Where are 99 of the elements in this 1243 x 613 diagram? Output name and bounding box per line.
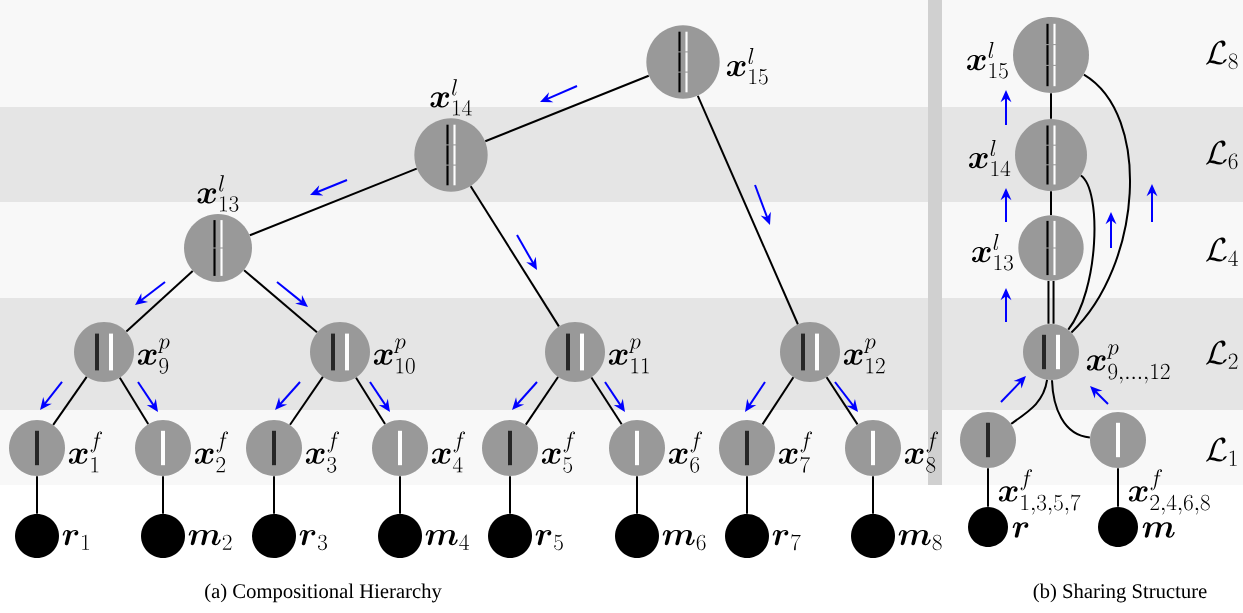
edge-line <box>509 475 511 515</box>
edge-line <box>125 270 194 333</box>
edge-line <box>761 376 795 426</box>
circle-node <box>1013 17 1089 93</box>
math-label: $\boldsymbol{x}^{p}_{10}$ <box>373 338 415 374</box>
edge-line <box>36 475 38 515</box>
edge-line <box>118 376 150 425</box>
circle-node <box>135 420 191 476</box>
math-label: $\boldsymbol{x}^{f}_{2}$ <box>194 431 229 473</box>
edge-line <box>248 167 418 237</box>
math-label: $\boldsymbol{r}_{3}$ <box>299 529 327 551</box>
math-label: $\boldsymbol{x}^{p}_{9,\ldots,12}$ <box>1086 344 1170 384</box>
edge-line <box>872 475 874 515</box>
edge-line <box>484 74 650 143</box>
math-label: $\boldsymbol{x}^{f}_{7}$ <box>778 431 813 473</box>
edge-line <box>52 375 88 426</box>
circle-node <box>184 214 252 282</box>
circle-node <box>960 412 1016 468</box>
circle-node <box>372 420 428 476</box>
filled-dot <box>141 514 185 558</box>
math-label: $\boldsymbol{x}^{p}_{11}$ <box>608 338 649 374</box>
circle-node <box>310 322 370 382</box>
math-label: $\boldsymbol{m}$ <box>1142 522 1175 538</box>
edge-line <box>636 475 638 515</box>
math-label: $\boldsymbol{x}^{f}_{3}$ <box>305 431 340 473</box>
math-label: $\boldsymbol{r}$ <box>1012 522 1029 538</box>
edge-line <box>524 376 560 426</box>
math-label: $\boldsymbol{x}^{p}_{9}$ <box>137 338 170 374</box>
math-label: $\boldsymbol{m}_{2}$ <box>188 529 232 550</box>
math-label: $\boldsymbol{x}^{f}_{1}$ <box>68 431 103 473</box>
layer-label: $\mathcal{L}_{8}$ <box>1205 40 1238 70</box>
circle-node <box>246 420 302 476</box>
circle-node <box>719 420 775 476</box>
filled-dot <box>252 514 296 558</box>
edge-line <box>1047 279 1050 325</box>
layer-label: $\mathcal{L}_{1}$ <box>1205 437 1237 466</box>
layer-label: $\mathcal{L}_{2}$ <box>1205 340 1238 369</box>
circle-node <box>545 322 605 382</box>
circle-node <box>74 322 134 382</box>
edge-line <box>746 475 748 515</box>
edge-line <box>1067 174 1096 331</box>
math-label: $\boldsymbol{r}_{1}$ <box>62 529 90 550</box>
circle-node <box>9 420 65 476</box>
math-label: $\boldsymbol{x}^{l}_{13}$ <box>197 175 239 212</box>
math-label: $\boldsymbol{x}^{l}_{13}$ <box>972 233 1013 271</box>
math-label: $\boldsymbol{x}^{l}_{15}$ <box>726 47 768 85</box>
circle-node <box>780 322 840 382</box>
math-label: $\boldsymbol{x}^{p}_{12}$ <box>843 338 885 374</box>
edge-line <box>273 475 275 515</box>
edge-line <box>1117 467 1119 508</box>
edge-line <box>399 475 401 515</box>
filled-dot <box>615 514 659 558</box>
math-label: $\boldsymbol{x}^{f}_{5}$ <box>541 431 576 473</box>
edge-line <box>355 376 386 425</box>
filled-dot <box>378 514 422 558</box>
math-label: $\boldsymbol{r}_{5}$ <box>535 529 563 551</box>
math-label: $\boldsymbol{x}^{l}_{15}$ <box>967 41 1008 79</box>
edge-line <box>1052 279 1055 325</box>
circle-node <box>845 420 901 476</box>
filled-dot <box>851 514 895 558</box>
circle-node <box>414 118 488 192</box>
edge-line <box>1050 190 1052 217</box>
layer-label: $\mathcal{L}_{4}$ <box>1205 237 1238 266</box>
layer-label: $\mathcal{L}_{6}$ <box>1205 140 1238 170</box>
math-label: $\boldsymbol{x}^{f}_{6}$ <box>668 431 703 473</box>
edge-line <box>825 376 859 426</box>
math-label: $\boldsymbol{x}^{f}_{4}$ <box>431 431 466 473</box>
edge-line <box>1070 73 1131 334</box>
circle-node <box>1015 119 1087 191</box>
circle-node <box>1018 215 1084 281</box>
circle-node <box>1023 324 1079 380</box>
filled-dot <box>15 514 59 558</box>
edge-line <box>1051 379 1091 439</box>
math-label: $\boldsymbol{m}_{6}$ <box>662 529 706 551</box>
math-label: $\boldsymbol{x}^{f}_{1,3,5,7}$ <box>998 469 1081 515</box>
circle-node <box>1090 412 1146 468</box>
math-label: $\boldsymbol{m}_{8}$ <box>898 529 942 551</box>
math-label: $\boldsymbol{x}^{f}_{2,4,6,8}$ <box>1128 469 1210 515</box>
edge-line <box>162 475 164 515</box>
math-label: $\boldsymbol{x}^{l}_{14}$ <box>969 139 1011 177</box>
caption: (b) Sharing Structure <box>1033 583 1207 603</box>
edge-line <box>1050 92 1052 120</box>
edge-line <box>696 94 799 326</box>
math-label: $\boldsymbol{m}_{4}$ <box>425 529 469 550</box>
edge-line <box>243 269 318 334</box>
circle-node <box>609 420 665 476</box>
edge-line <box>1010 379 1049 425</box>
math-label: $\boldsymbol{r}_{7}$ <box>772 529 801 551</box>
edge-line <box>289 375 324 426</box>
edge-line <box>987 467 989 508</box>
filled-dot <box>725 514 769 558</box>
edge-line <box>469 185 560 328</box>
filled-dot <box>488 514 532 558</box>
circle-node <box>646 25 720 99</box>
circle-node <box>482 420 538 476</box>
edge-line <box>590 376 623 426</box>
math-label: $\boldsymbol{x}^{l}_{14}$ <box>430 79 472 116</box>
math-label: $\boldsymbol{x}^{f}_{8}$ <box>904 431 939 473</box>
caption: (a) Compositional Hierarchy <box>205 583 442 603</box>
